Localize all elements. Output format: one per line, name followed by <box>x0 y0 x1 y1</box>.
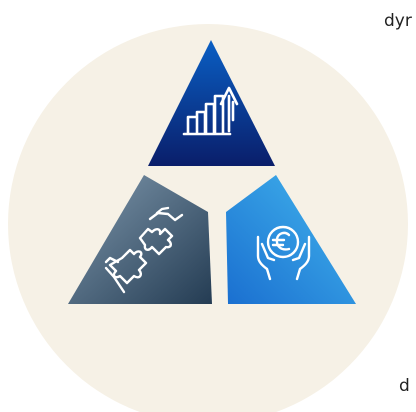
edge-text-top: dyr <box>384 11 412 31</box>
edge-text-bottom: d <box>399 376 410 396</box>
euro-hands-icon <box>256 225 311 281</box>
right-triangle <box>226 175 356 304</box>
growth-chart-icon <box>182 86 239 136</box>
puzzle-handshake-icon <box>104 206 184 294</box>
